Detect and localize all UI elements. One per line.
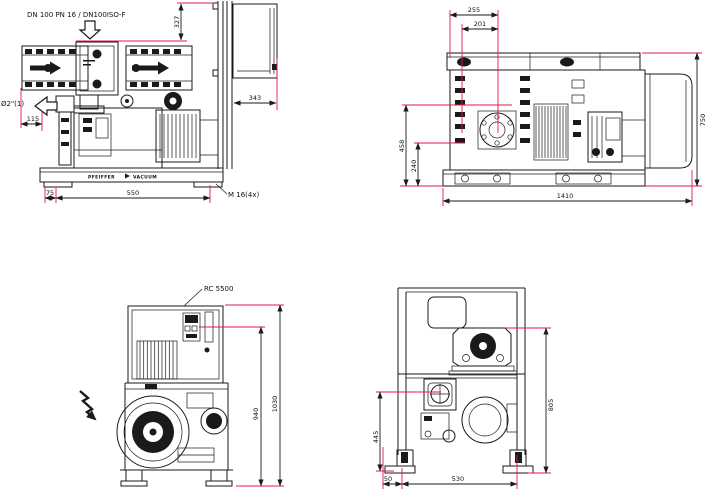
exhaust-port-label: Ø2"(1) <box>1 100 24 108</box>
view-front: RC 5500 <box>79 285 284 487</box>
frame-and-silencer-outline <box>212 1 278 169</box>
intake-down-arrow-icon <box>78 20 102 40</box>
exhaust-left-arrow-icon <box>34 95 58 117</box>
pump-front-outline <box>116 382 233 487</box>
dim-port-height: 445 <box>372 431 380 443</box>
dim-foot-width: 530 <box>452 475 464 483</box>
pump-body-outline <box>55 92 218 169</box>
pfeiffer-logo: PFEIFFER VACUUM <box>88 173 157 181</box>
dim-left-outer: 458 <box>398 140 406 152</box>
dim-motor-height: 805 <box>547 399 555 411</box>
pfeiffer-logo-triangle-icon <box>125 173 130 179</box>
dimensions-rear: 445 805 50 530 <box>372 327 555 489</box>
dim-overall-height: 750 <box>699 114 707 126</box>
brand-name: PFEIFFER <box>88 175 115 181</box>
base-rail <box>442 169 646 187</box>
controller-label: RC 5500 <box>204 285 233 293</box>
dimensions-front: 940 1030 <box>199 304 284 487</box>
intake-rail-assembly <box>21 41 193 114</box>
dim-rear-depth: 343 <box>249 94 261 102</box>
dim-overall-height: 1030 <box>271 396 279 413</box>
brand-suffix: VACUUM <box>133 175 157 181</box>
pump-body-outline <box>446 52 693 171</box>
dim-foot-front-offset: 75 <box>46 189 54 197</box>
lightning-icon <box>79 390 97 421</box>
pump-rear-outline <box>384 378 534 474</box>
view-rear: 445 805 50 530 <box>372 287 555 489</box>
view-side-right: 255 201 458 240 750 1410 <box>398 6 707 206</box>
dim-foot-spacing: 550 <box>127 189 139 197</box>
motor-rear-outline <box>448 327 518 376</box>
dimensions-side-left: 327 343 Ø2"(1) 115 75 550 M 16(4x) <box>1 2 278 203</box>
mounting-thread-label: M 16(4x) <box>228 191 259 199</box>
dim-top-inner: 201 <box>474 20 486 28</box>
control-cabinet-outline <box>127 305 224 384</box>
base-rail <box>39 167 224 188</box>
dim-left-inner: 240 <box>410 160 418 172</box>
dim-overall-length: 1410 <box>557 192 574 200</box>
dim-intake-height: 327 <box>173 16 181 28</box>
dim-top-outer: 255 <box>468 6 480 14</box>
flow-arrow-icon <box>132 61 169 75</box>
dimensions-side-right: 255 201 458 240 750 1410 <box>398 6 707 206</box>
view-side-left: DN 100 PN 16 / DN100ISO-F <box>1 1 278 203</box>
intake-flange-label: DN 100 PN 16 / DN100ISO-F <box>27 11 126 19</box>
dim-exhaust-offset: 115 <box>27 115 39 123</box>
dim-panel-height: 940 <box>252 408 260 420</box>
dim-foot-edge-offset: 50 <box>384 475 392 483</box>
